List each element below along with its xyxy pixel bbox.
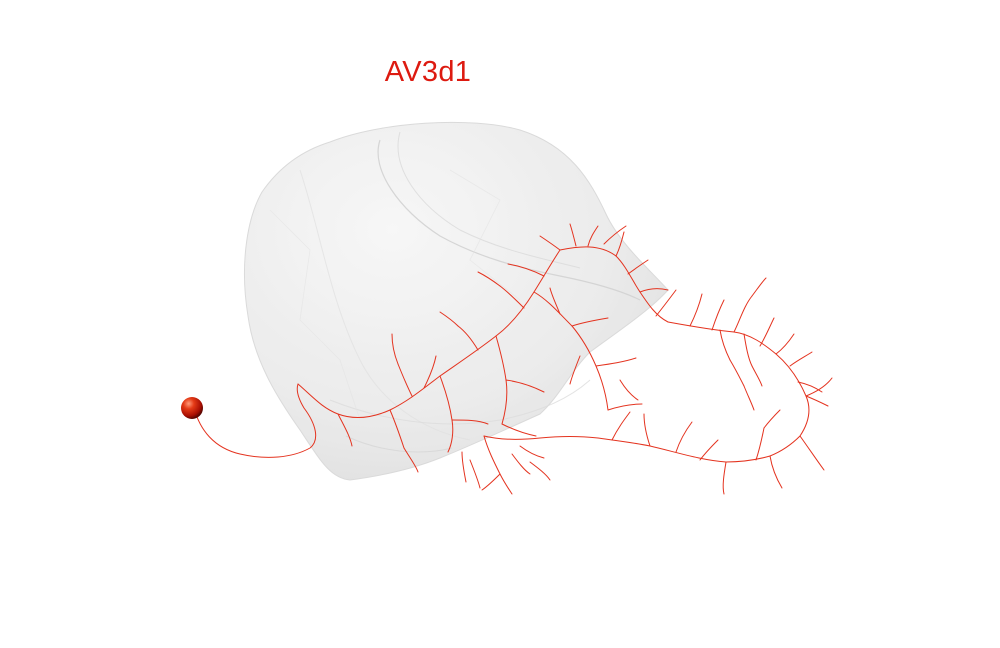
region-title: AV3d1 [384, 56, 472, 88]
brain-region-mesh [244, 121, 669, 481]
neuron-axon-tree [193, 223, 833, 495]
soma-sphere [181, 397, 203, 419]
